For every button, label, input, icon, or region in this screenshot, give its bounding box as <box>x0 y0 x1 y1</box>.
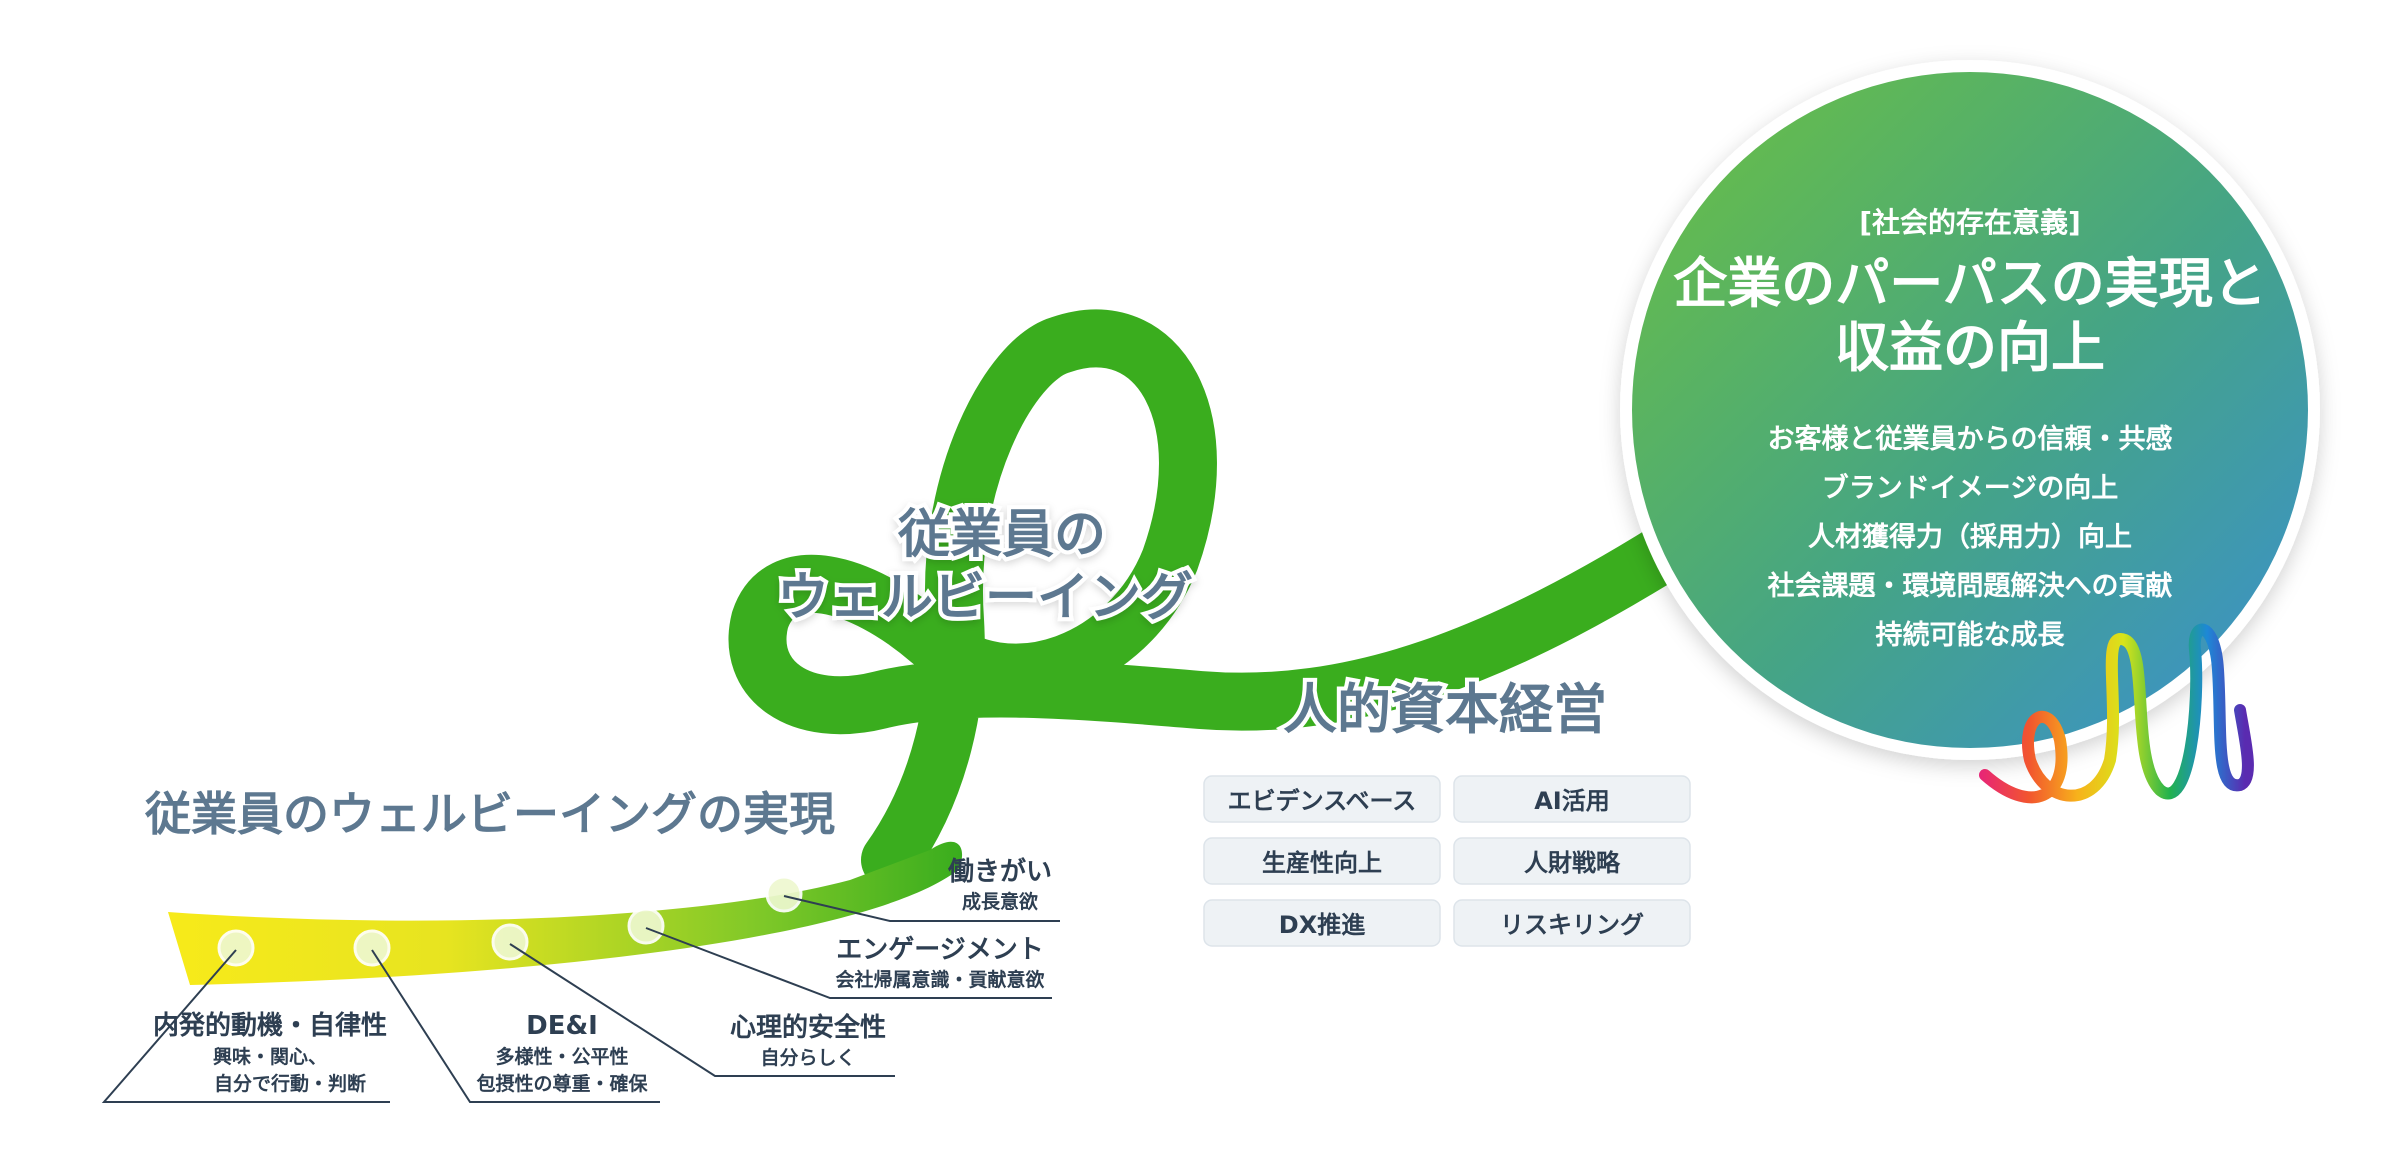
factor-dot-3 <box>491 923 529 961</box>
factor-dot-2 <box>353 929 391 967</box>
svg-text:エビデンスベース: エビデンスベース <box>1228 787 1417 815</box>
factor-labels: 内発的動機・自律性 興味・関心、 自分で行動・判断 DE&I 多様性・公平性 包… <box>153 856 1052 1095</box>
factor-1-sub1: 興味・関心、 <box>213 1046 327 1068</box>
leader-lines <box>101 895 1060 1103</box>
factor-3-sub1: 自分らしく <box>760 1046 855 1069</box>
factor-4-main: エンゲージメント <box>836 935 1043 965</box>
chip-grid: エビデンスベース AI活用 生産性向上 人財戦略 DX推進 リスキリング <box>1203 775 1691 947</box>
chip-reskilling: リスキリング <box>1453 899 1691 947</box>
chip-hr-strategy: 人財戦略 <box>1453 837 1691 885</box>
chip-dx: DX推進 <box>1203 899 1441 947</box>
rainbow-spring <box>1979 623 2254 804</box>
factor-dots <box>217 875 803 967</box>
factor-dot-4 <box>627 907 665 945</box>
purpose-circle: [社会的存在意義] 企業のパーパスの実現と 収益の向上 お客様と従業員からの信頼… <box>1620 60 2320 760</box>
factor-3-main: 心理的安全性 <box>730 1012 886 1043</box>
svg-text:AI活用: AI活用 <box>1534 787 1610 815</box>
factor-1-sub2: 自分で行動・判断 <box>214 1072 366 1095</box>
purpose-item-4: 社会課題・環境問題解決への貢献 <box>1768 570 2173 602</box>
factor-2-sub1: 多様性・公平性 <box>495 1045 628 1068</box>
svg-text:リスキリング: リスキリング <box>1500 911 1644 939</box>
purpose-tag: [社会的存在意義] <box>1859 206 2081 239</box>
factor-2-main: DE&I <box>526 1011 598 1041</box>
chip-evidence-base: エビデンスベース <box>1203 775 1441 823</box>
factor-5-main: 働きがい <box>947 856 1052 887</box>
factor-2-sub2: 包摂性の尊重・確保 <box>476 1072 648 1095</box>
purpose-item-1: お客様と従業員からの信頼・共感 <box>1768 423 2173 455</box>
wellbeing-line1: 従業員の <box>897 505 1106 565</box>
wellbeing-label: 従業員の ウェルビーイング <box>773 501 1197 632</box>
purpose-title-line1: 企業のパーパスの実現と <box>1673 252 2266 315</box>
svg-text:DX推進: DX推進 <box>1279 911 1365 939</box>
chip-ai: AI活用 <box>1453 775 1691 823</box>
factor-dot-5 <box>765 875 803 913</box>
purpose-title-line2: 収益の向上 <box>1835 316 2105 379</box>
factor-dot-1 <box>217 929 255 967</box>
factor-4-sub1: 会社帰属意識・貢献意欲 <box>835 968 1044 991</box>
human-capital-title: 人的資本経営 <box>1283 678 1607 741</box>
purpose-item-3: 人材獲得力（採用力）向上 <box>1808 521 2132 553</box>
chip-productivity: 生産性向上 <box>1203 837 1441 885</box>
factor-1-main: 内発的動機・自律性 <box>153 1010 387 1041</box>
green-ribbon <box>728 309 1729 889</box>
svg-text:人財戦略: 人財戦略 <box>1524 849 1621 877</box>
wellbeing-line2: ウェルビーイング <box>777 568 1193 628</box>
svg-text:生産性向上: 生産性向上 <box>1262 849 1382 877</box>
purpose-item-2: ブランドイメージの向上 <box>1822 472 2118 504</box>
realization-title: 従業員のウェルビーイングの実現 <box>144 787 835 841</box>
purpose-item-5: 持続可能な成長 <box>1876 619 2066 651</box>
factor-5-sub1: 成長意欲 <box>962 890 1038 913</box>
